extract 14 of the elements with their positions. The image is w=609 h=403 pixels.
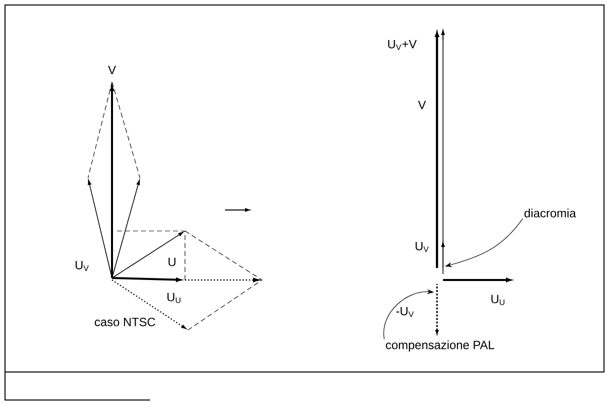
- annotation-text: diacromia: [524, 208, 576, 218]
- vector-label: U$_{U}$: [491, 294, 504, 306]
- vector-label: U$_{V}$+V: [388, 40, 417, 50]
- vector-label: U: [168, 258, 176, 266]
- vector-label: -U$_{V}$: [396, 306, 414, 318]
- vector-label: caso NTSC: [94, 318, 156, 326]
- vector-label: U$_{V}$: [76, 260, 89, 272]
- annotation-text: compensazione PAL: [386, 340, 494, 352]
- vector-label: V: [108, 66, 116, 74]
- vector-line: [442, 34, 444, 274]
- vector-label: U$_{V}$: [416, 242, 429, 252]
- vector-line: [436, 283, 438, 331]
- vector-label: U$_{U}$: [167, 292, 180, 304]
- vector-label: V: [418, 100, 426, 110]
